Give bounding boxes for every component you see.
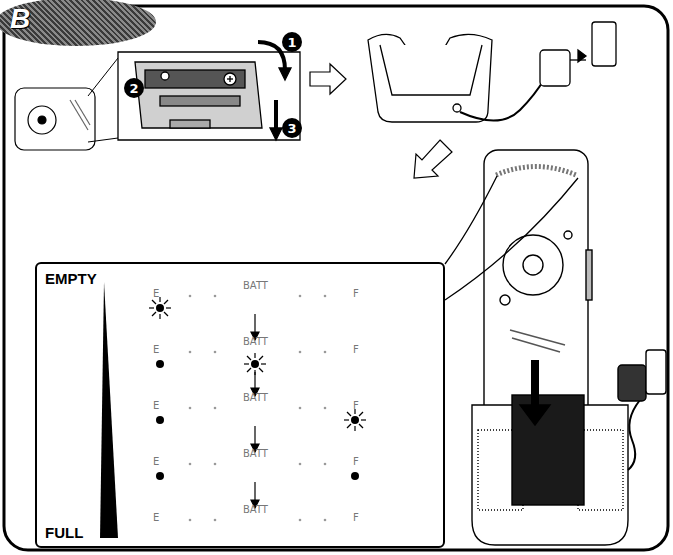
section-badge: B [0,0,156,46]
callout-number: 2 [124,78,144,98]
led-label: BATT [243,280,268,291]
callout-number: 1 [282,32,302,52]
led-label: BATT [243,448,268,459]
led-label: F [353,288,359,299]
led-label: F [353,344,359,355]
charger-stand [368,22,616,122]
led-label: F [353,512,359,523]
led-label: BATT [243,336,268,347]
callout-number: 3 [282,118,302,138]
battery [58,14,146,30]
callout-number: 3 [282,118,302,138]
leader-line [88,138,118,142]
led-label: BATT [243,504,268,515]
section-letter: B [10,3,30,35]
callout-number: 1 [282,32,302,52]
led-label: E [153,456,159,467]
level-label: FULL [45,524,83,541]
leader-line [445,178,578,300]
charge-wedge [100,282,118,538]
leader-line [445,176,497,264]
battery-door-zoom [118,42,300,140]
frame [4,6,668,550]
led-label: E [153,344,159,355]
led-indicators [149,295,366,522]
led-label: F [353,456,359,467]
led-label: E [153,512,159,523]
callout-number: 2 [124,78,144,98]
flow-arrow [414,140,452,178]
led-label: E [153,288,159,299]
led-label: E [153,400,159,411]
player-small [15,88,95,150]
device-in-charger [472,150,666,545]
charge-indicator-inset: EMPTY E BATT F E BATT F E BATT F E BATT F E BATT F FULL [35,262,445,548]
flow-arrow [310,64,346,94]
led-label: F [353,400,359,411]
level-label: EMPTY [45,270,97,287]
led-label: BATT [243,392,268,403]
leader-line [88,58,118,96]
